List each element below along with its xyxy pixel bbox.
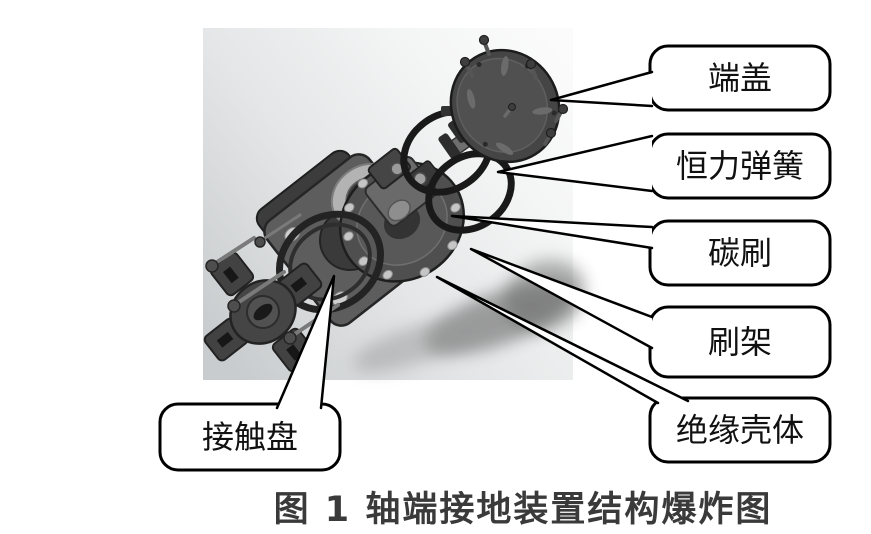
part-carbon-brush-hub — [364, 147, 441, 227]
callout-brush-holder-label: 刷架 — [708, 323, 772, 361]
callout-contact-disc-label: 接触盘 — [202, 418, 298, 456]
part-end-cap — [449, 34, 569, 164]
callout-constant-force-spring: 恒力弹簧 — [496, 132, 832, 200]
leader-carbon-brush — [450, 214, 654, 250]
cad-render — [203, 28, 586, 380]
callout-carbon-brush-box — [648, 219, 832, 287]
callout-contact-disc-box — [158, 402, 342, 472]
callout-brush-holder: 刷架 — [469, 247, 832, 379]
callout-carbon-brush-label: 碳刷 — [708, 234, 772, 272]
callout-end-cap: 端盖 — [549, 44, 832, 112]
leader-insulating-housing — [435, 275, 690, 405]
leader-contact-disc — [275, 274, 336, 410]
callout-end-cap-label: 端盖 — [708, 59, 772, 97]
callout-constant-force-spring-label: 恒力弹簧 — [676, 147, 804, 185]
callout-carbon-brush: 碳刷 — [450, 214, 832, 287]
end-cap-screws — [459, 34, 569, 146]
figure-caption: 图 1 轴端接地装置结构爆炸图 — [274, 490, 773, 530]
callout-insulating-housing-label: 绝缘壳体 — [676, 411, 804, 449]
leader-constant-force-spring — [496, 134, 654, 193]
callout-insulating-housing-box — [648, 396, 832, 464]
leader-brush-holder — [469, 247, 654, 350]
callout-insulating-housing: 绝缘壳体 — [435, 275, 832, 464]
leader-end-cap — [549, 70, 654, 108]
callout-contact-disc: 接触盘 — [158, 274, 342, 472]
